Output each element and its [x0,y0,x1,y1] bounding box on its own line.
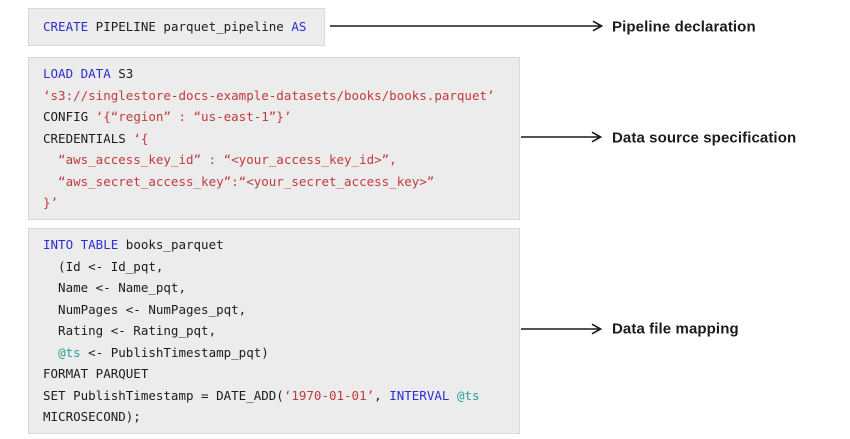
annotation-data-file-mapping: Data file mapping [612,320,739,338]
code-block-pipeline-declaration: CREATE PIPELINE parquet_pipeline AS [28,8,325,46]
code-token-text: CONFIG [43,109,96,124]
code-token-text [449,388,457,403]
code-line: SET PublishTimestamp = DATE_ADD(‘1970-01… [43,385,505,407]
code-token-text [43,345,58,360]
code-line: NumPages <- NumPages_pqt, [43,299,505,321]
code-token-keyword: INTO TABLE [43,237,119,252]
code-line: }’ [43,192,505,214]
code-token-string: ‘s3://singlestore-docs-example-datasets/… [43,87,495,103]
code-line: INTO TABLE books_parquet [43,234,505,256]
code-block-data-file-mapping: INTO TABLE books_parquet (Id <- Id_pqt, … [28,228,520,434]
code-line: Name <- Name_pqt, [43,277,505,299]
code-token-text: Rating <- Rating_pqt, [43,323,217,338]
code-token-text: MICROSECOND); [43,409,141,424]
code-token-variable: @ts [58,344,81,360]
code-line: LOAD DATA S3 [43,63,505,85]
code-token-text: NumPages <- NumPages_pqt, [43,301,247,317]
code-token-text: , [374,387,390,403]
code-line: FORMAT PARQUET [43,363,505,385]
code-token-text: books_parquet [118,237,224,252]
arrow-right-icon [330,20,604,32]
code-token-keyword: CREATE [43,19,89,34]
code-token-text: SET PublishTimestamp = DATE_ADD( [43,387,284,403]
code-token-string: ‘{ [133,130,149,146]
code-line: CREATE PIPELINE parquet_pipeline AS [43,16,310,38]
code-token-keyword: INTERVAL [389,387,450,403]
code-line: “aws_access_key_id” : “<your_access_key_… [43,149,505,171]
code-token-text: CREDENTIALS [43,130,134,146]
code-line: ‘s3://singlestore-docs-example-datasets/… [43,85,505,107]
code-token-keyword: LOAD DATA [43,66,111,81]
code-line: CONFIG ‘{“region” : “us-east-1”}’ [43,106,505,128]
code-block-data-source-specification: LOAD DATA S3 ‘s3://singlestore-docs-examp… [28,57,520,220]
code-token-string: ‘{“region” : “us-east-1”}’ [95,109,292,124]
annotation-data-source-specification: Data source specification [612,129,797,147]
code-token-string: “aws_access_key_id” : “<your_access_key_… [43,152,397,167]
code-token-string: “aws_secret_access_key”:“<your_secret_ac… [43,173,435,189]
code-token-text: PIPELINE parquet_pipeline [88,19,292,34]
arrow-right-icon [521,323,603,335]
code-token-text: S3 [110,66,134,81]
code-line: CREDENTIALS ‘{ [43,128,505,150]
code-token-text: (Id <- Id_pqt, [43,258,164,274]
code-line: @ts <- PublishTimestamp_pqt) [43,342,505,364]
code-token-string: ‘1970-01-01’ [283,387,375,403]
arrow-right-icon [521,131,603,143]
code-token-string: }’ [43,195,59,210]
code-token-variable: @ts [456,387,480,403]
code-line: “aws_secret_access_key”:“<your_secret_ac… [43,171,505,193]
code-token-text: FORMAT PARQUET [43,366,149,381]
code-token-text: <- PublishTimestamp_pqt) [80,344,269,360]
code-line: (Id <- Id_pqt, [43,256,505,278]
code-token-text: Name <- Name_pqt, [43,280,186,295]
code-line: Rating <- Rating_pqt, [43,320,505,342]
annotation-pipeline-declaration: Pipeline declaration [612,18,756,36]
code-token-keyword: AS [291,19,307,34]
code-line: MICROSECOND); [43,406,505,428]
